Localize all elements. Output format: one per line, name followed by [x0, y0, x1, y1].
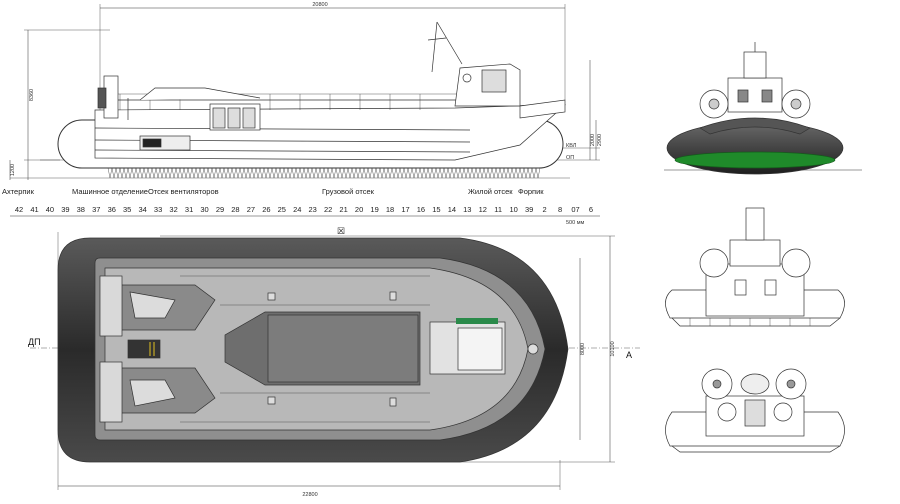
compartment-living: Жилой отсек [468, 187, 513, 196]
plan-view [30, 232, 640, 490]
centerline-label: ДП [28, 337, 41, 347]
section-mark: А [626, 350, 632, 360]
frame-number: 25 [278, 205, 286, 214]
frame-number: 20 [355, 205, 363, 214]
frame-number: 22 [324, 205, 332, 214]
frame-spacing: 500 мм [566, 220, 584, 226]
side-length-dim: 20800 [312, 2, 327, 8]
frame-number: 18 [386, 205, 394, 214]
compartment-engine-room: Машинное отделение [72, 187, 148, 196]
frame-number: 37 [92, 205, 100, 214]
side-height-dim: 8360 [29, 89, 35, 101]
frame-number: 26 [262, 205, 270, 214]
frame-number: 15 [432, 205, 440, 214]
frame-number: 41 [30, 205, 38, 214]
side-height-left: 1200 [10, 164, 16, 176]
waterline-label: КВЛ [566, 143, 577, 149]
frame-number: 24 [293, 205, 301, 214]
frame-number: 16 [417, 205, 425, 214]
frame-number: 12 [479, 205, 487, 214]
frame-number: 28 [231, 205, 239, 214]
plan-width-dim: 10100 [610, 341, 616, 356]
frame-number: 33 [154, 205, 162, 214]
base-label: ОП [566, 155, 574, 161]
frame-number: 39 [61, 205, 69, 214]
height-right-b: 2900 [597, 134, 603, 146]
compartment-fore-peak: Форпик [518, 187, 544, 196]
plan-length-dim: 22800 [302, 492, 317, 498]
frame-number: 11 [494, 205, 502, 214]
frame-number: 42 [15, 205, 23, 214]
rear-view [665, 368, 845, 453]
frame-number: 29 [216, 205, 224, 214]
frame-number: 6 [589, 205, 593, 214]
height-right-a: 2000 [590, 134, 596, 146]
frame-number: 27 [247, 205, 255, 214]
frame-number: 30 [200, 205, 208, 214]
frame-number: 31 [185, 205, 193, 214]
frame-number: 34 [139, 205, 147, 214]
compartment-fan-room: Отсек вентиляторов [148, 187, 219, 196]
frame-number: 07 [571, 205, 579, 214]
front-view-section [665, 207, 845, 327]
center-symbol: ☒ [337, 226, 345, 236]
frame-number: 21 [339, 205, 347, 214]
frame-number: 14 [448, 205, 456, 214]
plan-inner-width-dim: 8000 [580, 343, 586, 355]
frame-number: 38 [77, 205, 85, 214]
frame-number: 35 [123, 205, 131, 214]
frame-number: 32 [169, 205, 177, 214]
frame-number: 8 [558, 205, 562, 214]
frame-number: 23 [309, 205, 317, 214]
frame-number: 10 [510, 205, 518, 214]
frame-number: 2 [543, 205, 547, 214]
side-view [9, 4, 600, 180]
frame-number: 36 [108, 205, 116, 214]
frame-number: 17 [401, 205, 409, 214]
front-view [664, 42, 862, 175]
compartment-cargo-hold: Грузовой отсек [322, 187, 375, 196]
frame-number: 13 [463, 205, 471, 214]
frame-number: 39 [525, 205, 533, 214]
compartment-aft-peak: Ахтерпик [2, 187, 35, 196]
frame-number: 19 [370, 205, 378, 214]
frame-number: 40 [46, 205, 54, 214]
